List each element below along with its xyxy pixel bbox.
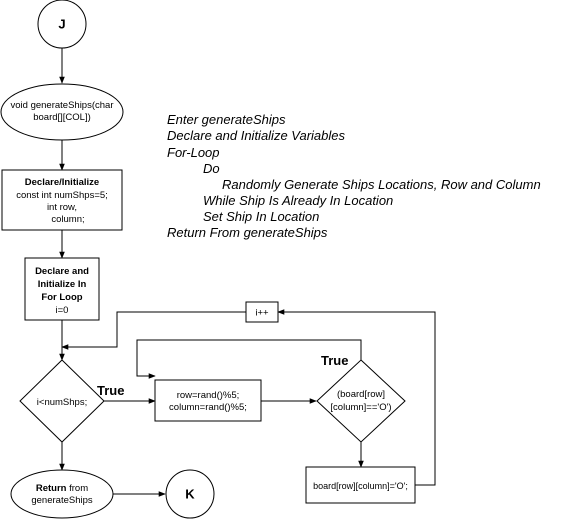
start-connector-label: J (58, 17, 65, 32)
check-true-label: True (321, 353, 348, 368)
pseudocode-line-3: For-Loop (167, 145, 220, 160)
pseudocode-block: Enter generateShips Declare and Initiali… (167, 112, 541, 240)
increment-node: i++ (245, 301, 279, 323)
loop-init-value: i=0 (56, 305, 69, 316)
return-terminal: Return from generateShips (10, 469, 114, 519)
return-keyword: Return (36, 483, 67, 494)
function-header-line-1: void generateShips(char (11, 100, 114, 111)
return-line-1: Return from (36, 483, 88, 494)
loop-init-node: Declare and Initialize In For Loop i=0 (24, 257, 100, 321)
pseudocode-line-1: Enter generateShips (167, 112, 286, 127)
loop-init-title-line-3: For Loop (41, 292, 82, 303)
declare-title: Declare/Initialize (25, 177, 99, 188)
start-connector: J (37, 0, 87, 49)
declare-line-1: const int numShps=5; (16, 190, 108, 201)
edge-check-retry-loop (136, 339, 362, 379)
pseudocode-line-8: Return From generateShips (167, 225, 328, 240)
return-line-2: generateShips (31, 495, 93, 506)
loop-init-title-line-1: Declare and (35, 266, 89, 277)
return-from-text: from (66, 483, 88, 494)
declare-line-3: column; (51, 214, 84, 225)
loop-condition-label: i<numShps; (37, 397, 87, 408)
pseudocode-line-5: Randomly Generate Ships Locations, Row a… (222, 177, 541, 192)
cell-check-decision: (board[row] [column]=='O') (316, 359, 406, 443)
end-connector: K (165, 469, 215, 519)
random-assign-node: row=rand()%5; column=rand()%5; (154, 379, 262, 422)
cell-check-line-2: [column]=='O') (330, 402, 391, 413)
increment-label: i++ (255, 308, 269, 319)
end-connector-label: K (185, 487, 195, 502)
loop-condition-decision: i<numShps; (19, 359, 105, 443)
pseudocode-line-2: Declare and Initialize Variables (167, 128, 346, 143)
declare-initialize-node: Declare/Initialize const int numShps=5; … (1, 169, 123, 231)
pseudocode-line-4: Do (203, 161, 220, 176)
loop-true-label: True (97, 383, 124, 398)
random-assign-line-2: column=rand()%5; (169, 402, 247, 413)
function-header-node: void generateShips(char board[][COL]) (0, 83, 124, 141)
cell-check-line-1: (board[row] (337, 389, 385, 400)
pseudocode-line-6: While Ship Is Already In Location (203, 193, 393, 208)
pseudocode-line-7: Set Ship In Location (203, 209, 319, 224)
edges (59, 48, 436, 497)
set-ship-node: board[row][column]='O'; (305, 466, 416, 504)
edge-set-ship-to-increment (277, 309, 436, 486)
set-ship-label: board[row][column]='O'; (313, 481, 408, 491)
declare-line-2: int row, (47, 202, 77, 213)
edge-increment-to-condition (61, 311, 246, 350)
random-assign-line-1: row=rand()%5; (177, 390, 240, 401)
function-header-line-2: board[][COL]) (33, 112, 91, 123)
loop-init-title-line-2: Initialize In (38, 279, 87, 290)
